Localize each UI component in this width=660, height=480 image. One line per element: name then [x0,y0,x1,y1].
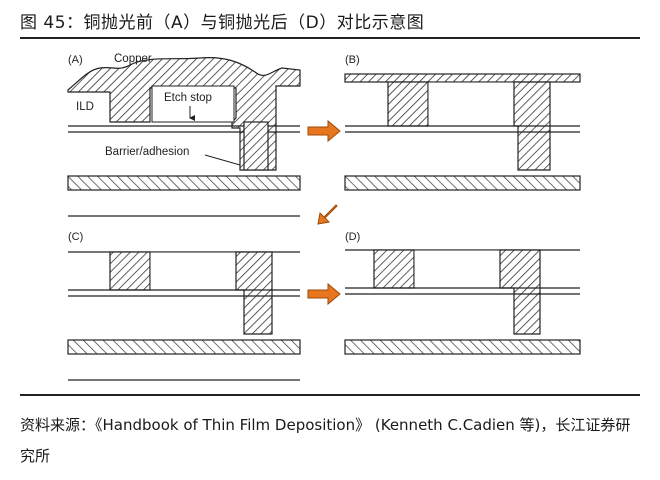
arrow-a-to-b [307,119,341,143]
panel-d: (D) [344,231,581,355]
thin-copper-layer [344,73,581,83]
source-note: 资料来源：《Handbook of Thin Film Deposition》 … [20,416,631,465]
panel-b-label: (B) [345,54,360,66]
figure-title: 图 45：铜抛光前（A）与铜抛光后（D）对比示意图 [20,13,425,33]
lower-metal [67,175,301,191]
bottom-rule [20,394,640,396]
panel-c-label: (C) [68,231,83,243]
barrier-label: Barrier/adhesion [105,146,189,158]
copper-label: Copper [114,53,152,65]
lower-metal [344,339,581,355]
etch-stop-label: Etch stop [164,92,212,104]
ild-label: ILD [76,101,94,113]
lower-metal [344,175,581,191]
via-fill [243,121,269,171]
panel-c: (C) [67,231,301,381]
trench-left [109,251,151,291]
trench-left [387,81,429,127]
lower-metal [67,339,301,355]
top-rule [20,37,640,39]
panel-a-label: (A) [68,54,83,66]
panel-a: (A) Copper ILD Etch stop Barrier/adhesio… [67,53,301,217]
process-arrows [307,119,341,306]
panel-b: (B) [344,54,581,191]
arrow-b-to-c [317,204,338,225]
trench-left [373,249,415,289]
trench-via-right [499,249,541,335]
etch-window [427,81,515,127]
trench-via-right [235,251,273,335]
arrow-c-to-d [307,282,341,306]
barrier-pointer [204,154,241,166]
panel-d-label: (D) [345,231,360,243]
